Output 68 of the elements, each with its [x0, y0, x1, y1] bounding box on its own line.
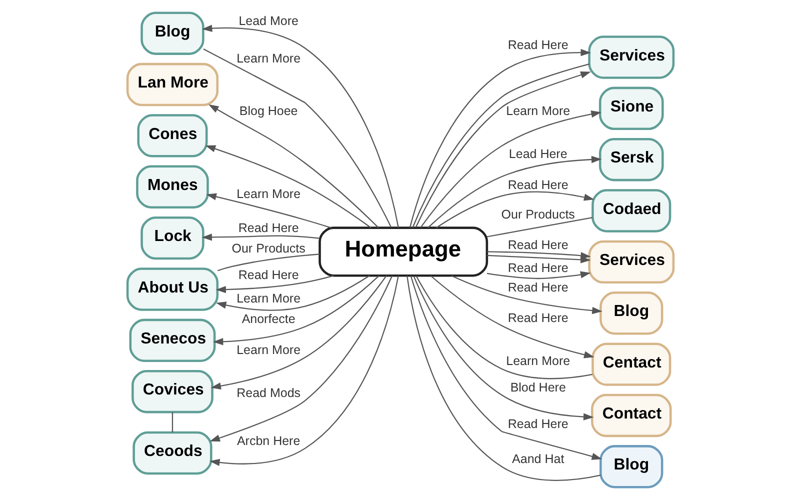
edge-label: Read Here [507, 178, 568, 192]
arrow [208, 104, 378, 228]
node-box: Services [588, 240, 674, 284]
arrow [412, 276, 594, 420]
edge-label: Our Products [500, 207, 574, 222]
arrow [215, 275, 334, 294]
connector [202, 48, 392, 228]
edge-label: Learn More [236, 187, 300, 202]
edge-label: Learn More [236, 292, 300, 306]
node-box: Lan More [126, 62, 218, 106]
arrow [201, 24, 398, 228]
node-box: Blog [599, 445, 663, 488]
edge-label: Lead More [238, 14, 298, 28]
arrow [436, 191, 594, 228]
node-box: Ceoods [132, 431, 212, 475]
arrow [486, 254, 590, 264]
edge-label: Blod Here [510, 380, 566, 394]
node-box: Blog [140, 12, 204, 55]
node-box: Covices [131, 370, 213, 414]
node-box: Codaed [591, 189, 671, 232]
node-box: Sersk [598, 138, 664, 182]
node-box: Homepage [318, 226, 488, 277]
edge-label: Read Here [507, 310, 568, 325]
arrow [450, 275, 602, 314]
node-box: Sione [598, 86, 664, 130]
edge-label: Our Products [231, 242, 305, 256]
node-box: Blog [599, 292, 663, 335]
edge-label: Learn More [236, 52, 300, 66]
node-box: Services [588, 36, 674, 79]
arrow [486, 271, 590, 280]
node-box: Centact [591, 342, 671, 386]
edge-label: Aand Hat [512, 452, 564, 466]
connector [171, 412, 173, 432]
node-box: Mones [136, 165, 208, 208]
edge-label: Lead Here [508, 147, 567, 162]
node-box: Cones [136, 114, 208, 158]
edge-label: Read Here [238, 221, 298, 236]
edge-label: Learn More [506, 104, 570, 118]
arrow [204, 145, 371, 228]
connector [216, 254, 320, 272]
edge-label: Learn More [236, 342, 300, 357]
arrow [212, 275, 379, 346]
arrow [209, 275, 392, 442]
arrow [420, 110, 601, 228]
node-box: Lock [140, 216, 204, 260]
node-box: Senecos [128, 318, 216, 362]
edge-label: Read Here [507, 38, 568, 52]
edge-label: Read Here [507, 280, 568, 294]
arrow [430, 275, 594, 358]
edge-label: Anorfecte [241, 312, 295, 326]
node-box: About Us [126, 268, 218, 311]
arrow [215, 275, 370, 311]
edge-label: Learn More [506, 354, 570, 368]
arrow [208, 276, 398, 466]
edge-label: Read Here [238, 268, 298, 282]
arrow [201, 234, 320, 241]
edge-label: Read Here [507, 238, 568, 252]
edge-label: Arcbn Here [236, 434, 300, 448]
arrow [206, 193, 331, 228]
edge-label: Blog Hoee [238, 104, 298, 118]
edge-label: Read Mods [236, 386, 300, 400]
arrow [210, 275, 386, 390]
edge-label: Read Here [507, 416, 568, 431]
connector [415, 276, 592, 380]
node-box: Contact [590, 394, 672, 438]
connector [486, 217, 592, 238]
arrow [427, 156, 602, 228]
edge-label: Read Here [507, 260, 568, 275]
